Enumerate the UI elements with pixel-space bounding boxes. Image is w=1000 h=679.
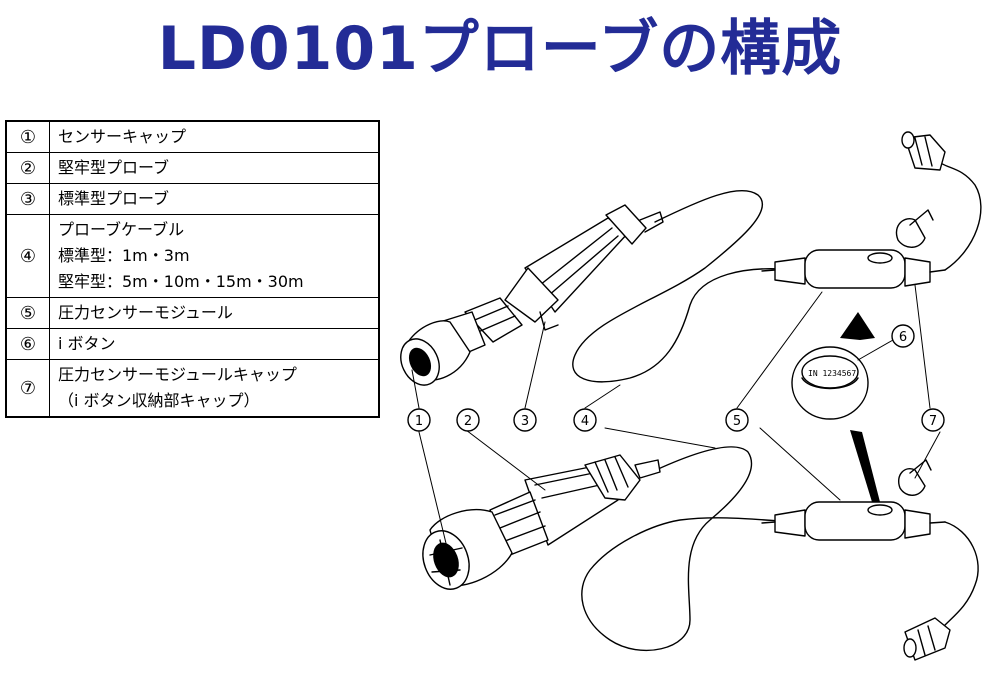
svg-text:7: 7 [929,414,937,429]
callout-4: 4 [573,408,597,432]
legend-row: ① センサーキャップ [5,120,380,153]
component-legend-table: ① センサーキャップ ② 堅牢型プローブ ③ 標準型プローブ ④ プローブケーブ… [5,120,380,418]
sensor-cap [422,509,513,590]
legend-row: ⑦ 圧力センサーモジュールキャップ （i ボタン収納部キャップ） [5,359,380,418]
svg-text:6: 6 [899,330,907,345]
module-cable [934,157,982,271]
legend-number: ⑦ [5,359,50,418]
ibutton: IN 1234567 [791,312,875,420]
legend-row: ③ 標準型プローブ [5,183,380,215]
legend-label: 圧力センサーモジュール [58,303,233,322]
standard-probe [439,204,664,361]
legend-row: ② 堅牢型プローブ [5,152,380,184]
legend-number: ③ [5,183,50,215]
callout-6: 6 [891,324,915,348]
legend-label: プローブケーブル [58,220,185,239]
callout-7: 7 [921,408,945,432]
callout-1: 1 [407,408,431,432]
svg-text:2: 2 [464,414,472,429]
legend-label: 堅牢型：5m・10m・15m・30m [58,272,304,291]
svg-text:5: 5 [733,414,741,429]
callout-3: 3 [513,408,537,432]
legend-label: 圧力センサーモジュールキャップ [58,365,297,384]
legend-number: ② [5,152,50,184]
ibutton-serial: IN 1234567 [808,369,856,378]
svg-text:4: 4 [581,414,589,429]
legend-label: i ボタン [58,334,116,353]
pressure-sensor-module [761,249,946,289]
callout-5: 5 [725,408,749,432]
legend-label: 堅牢型プローブ [58,158,170,177]
legend-label: センサーキャップ [58,127,187,146]
detail-pointer [850,430,880,502]
connector-plug [901,131,946,171]
legend-row: ⑥ i ボタン [5,328,380,360]
page-title: LD0101プローブの構成 [157,14,843,84]
legend-number: ④ [5,214,50,298]
module-cap [898,459,932,496]
legend-label: （i ボタン収納部キャップ） [58,391,260,410]
legend-label: 標準型プローブ [58,189,170,208]
callout-2: 2 [456,408,480,432]
probe-cable [572,190,796,383]
legend-number: ① [5,120,50,153]
legend-label: 標準型：1m・3m [58,246,190,265]
sensor-cap [400,320,471,386]
connector-plug [903,617,951,661]
rugged-probe [489,454,661,556]
legend-row: ⑤ 圧力センサーモジュール [5,297,380,329]
svg-text:1: 1 [415,414,423,429]
legend-row: ④ プローブケーブル 標準型：1m・3m 堅牢型：5m・10m・15m・30m [5,214,380,298]
pressure-sensor-module [761,501,946,541]
svg-text:3: 3 [521,414,529,429]
probe-cable [581,446,796,652]
module-cap [895,209,934,248]
leader-lines [411,284,941,569]
probe-diagram: IN 1234567 [400,131,982,661]
legend-number: ⑥ [5,328,50,360]
module-cable [944,521,979,626]
legend-number: ⑤ [5,297,50,329]
